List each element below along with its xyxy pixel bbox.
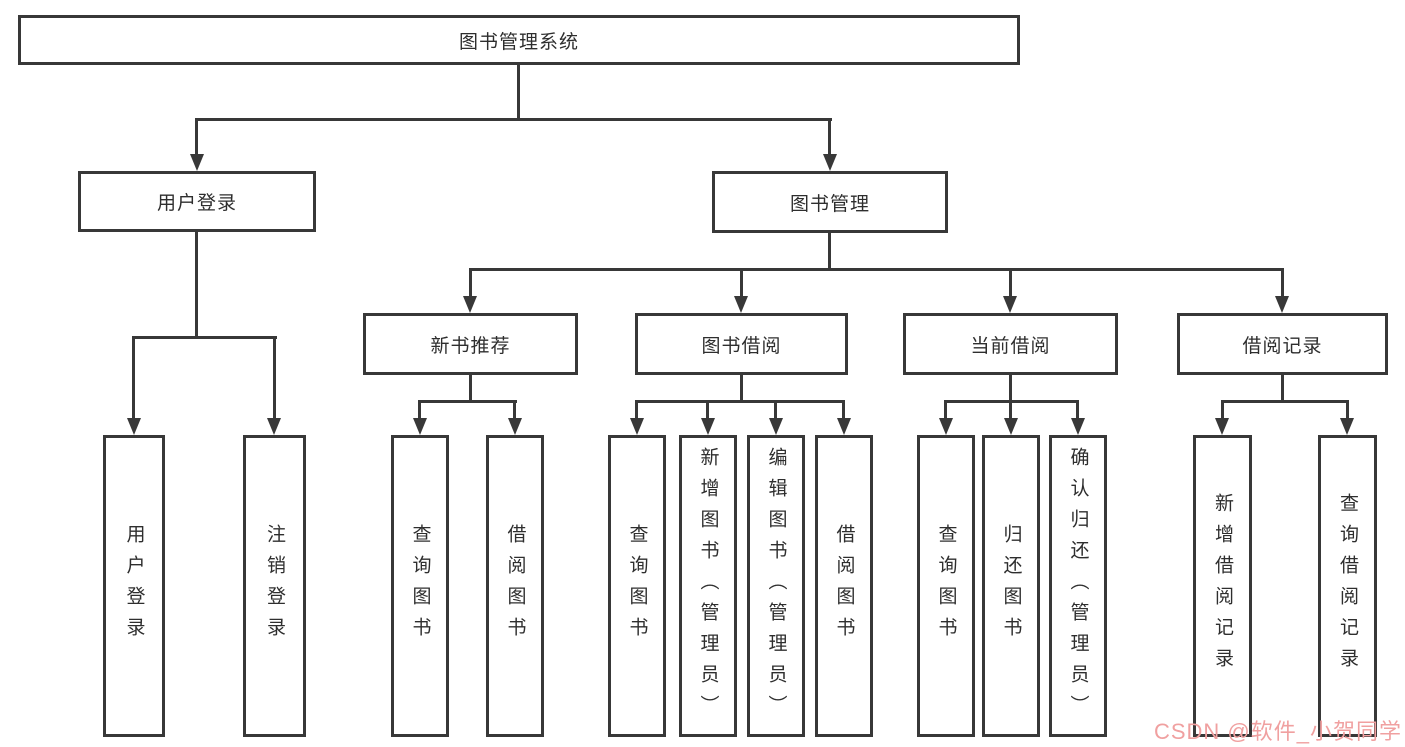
leaf-add-book-admin: 新增图书（管理员） [679, 435, 737, 737]
arrow-down [769, 418, 783, 435]
arrow-down [463, 296, 477, 313]
leaf-user-login: 用户登录 [103, 435, 165, 737]
connector-shaft [273, 336, 276, 418]
connector-stem [469, 375, 472, 403]
connector-rail [418, 400, 517, 403]
node-new-book-recommend: 新书推荐 [363, 313, 578, 375]
connector-stem [1009, 375, 1012, 403]
connector-shaft [828, 118, 831, 156]
leaf-logout: 注销登录 [243, 435, 306, 737]
arrow-down [127, 418, 141, 435]
connector-root-stem [517, 65, 520, 120]
node-label: 借阅图书 [833, 524, 855, 648]
csdn-watermark: CSDN @软件_小贺同学 [1153, 719, 1402, 744]
arrow-down [823, 154, 837, 171]
connector-stem [740, 375, 743, 403]
connector-stem [1281, 375, 1284, 403]
node-label: 编辑图书（管理员） [765, 446, 787, 726]
connector-shaft [132, 336, 135, 418]
arrow-down [267, 418, 281, 435]
node-label: 当前借阅 [970, 335, 1051, 357]
connector-shaft [706, 400, 709, 418]
node-label: 新增借阅记录 [1212, 493, 1233, 679]
connector-stem [195, 232, 198, 339]
node-current-borrow: 当前借阅 [903, 313, 1118, 375]
connector-rail [635, 400, 845, 403]
connector-rail [469, 268, 1283, 271]
connector-shaft [740, 268, 743, 296]
node-label: 查询图书 [626, 524, 648, 648]
connector-shaft [1281, 268, 1284, 296]
node-label: 借阅图书 [504, 524, 526, 648]
node-label: 用户登录 [123, 524, 145, 648]
connector-rail [1221, 400, 1349, 403]
node-label: 图书借阅 [701, 335, 782, 357]
node-label: 图书管理系统 [458, 31, 579, 53]
leaf-current-query-books: 查询图书 [917, 435, 975, 737]
node-label: 归还图书 [1000, 524, 1022, 648]
arrow-down [508, 418, 522, 435]
connector-shaft [1221, 400, 1224, 418]
connector-rail [133, 336, 277, 339]
connector-shaft [774, 400, 777, 418]
connector-shaft [195, 118, 198, 156]
connector-stem [828, 233, 831, 270]
connector-shaft [842, 400, 845, 418]
node-label: 确认归还（管理员） [1067, 446, 1089, 726]
node-label: 查询图书 [409, 524, 431, 648]
arrow-down [413, 418, 427, 435]
node-user-login-branch: 用户登录 [78, 171, 316, 232]
arrow-down [1071, 418, 1085, 435]
node-label: 查询图书 [935, 524, 957, 648]
node-label: 图书管理 [789, 193, 870, 215]
node-borrow-records: 借阅记录 [1177, 313, 1388, 375]
arrow-down [630, 418, 644, 435]
node-label: 新书推荐 [430, 335, 511, 357]
arrow-down [1004, 418, 1018, 435]
node-label: 注销登录 [264, 524, 285, 648]
connector-shaft [1076, 400, 1079, 418]
arrow-down [1340, 418, 1354, 435]
arrow-down [1275, 296, 1289, 313]
node-label: 用户登录 [156, 193, 237, 214]
leaf-recommend-query-books: 查询图书 [391, 435, 449, 737]
leaf-edit-book-admin: 编辑图书（管理员） [747, 435, 805, 737]
connector-shaft [1009, 400, 1012, 418]
connector-shaft [944, 400, 947, 418]
leaf-confirm-return-admin: 确认归还（管理员） [1049, 435, 1107, 737]
connector-root-rail [196, 118, 832, 121]
leaf-return-books: 归还图书 [982, 435, 1040, 737]
arrow-down [1215, 418, 1229, 435]
leaf-borrow-query-books: 查询图书 [608, 435, 666, 737]
node-label: 查询借阅记录 [1337, 493, 1358, 679]
node-label: 借阅记录 [1242, 335, 1323, 357]
leaf-query-borrow-record: 查询借阅记录 [1318, 435, 1377, 737]
node-book-management-branch: 图书管理 [712, 171, 948, 233]
node-label: 新增图书（管理员） [697, 446, 719, 726]
connector-shaft [1009, 268, 1012, 296]
leaf-add-borrow-record: 新增借阅记录 [1193, 435, 1252, 737]
arrow-down [190, 154, 204, 171]
connector-shaft [1346, 400, 1349, 418]
connector-shaft [469, 268, 472, 296]
connector-shaft [635, 400, 638, 418]
leaf-recommend-borrow-books: 借阅图书 [486, 435, 544, 737]
leaf-borrow-books: 借阅图书 [815, 435, 873, 737]
connector-shaft [513, 400, 516, 418]
node-library-system-root: 图书管理系统 [18, 15, 1020, 65]
arrow-down [837, 418, 851, 435]
arrow-down [701, 418, 715, 435]
arrow-down [939, 418, 953, 435]
connector-shaft [418, 400, 421, 418]
arrow-down [1003, 296, 1017, 313]
arrow-down [734, 296, 748, 313]
node-book-borrow: 图书借阅 [635, 313, 848, 375]
